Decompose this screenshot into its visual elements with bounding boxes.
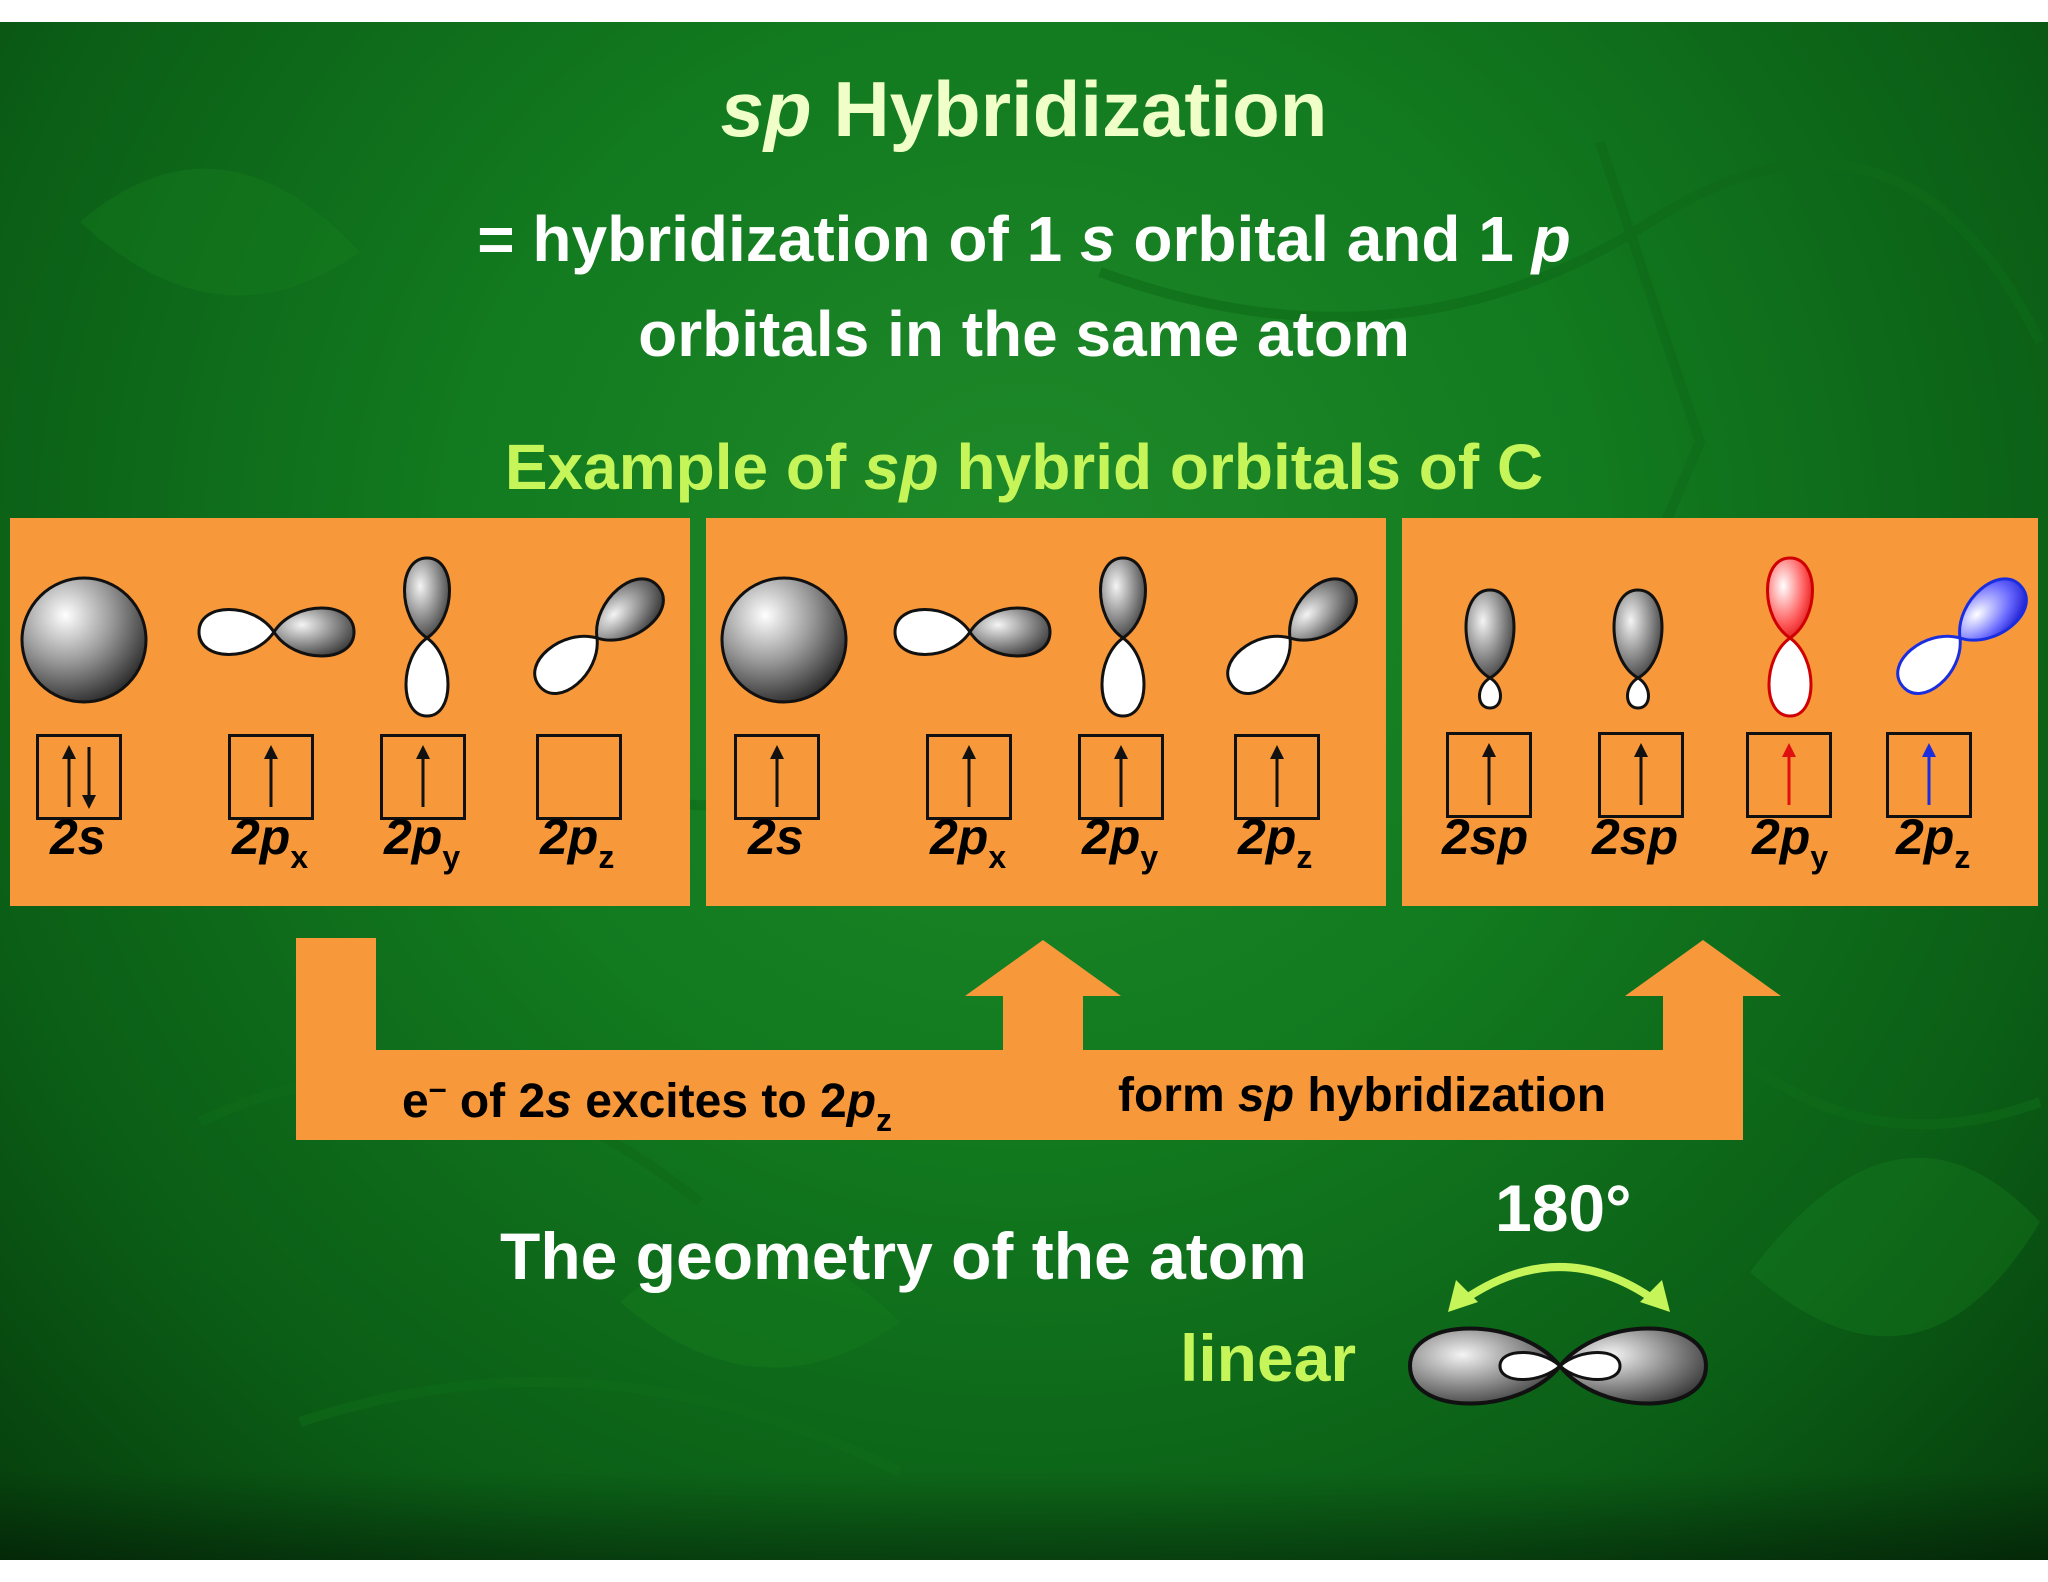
2pz-orbital-icon xyxy=(1215,566,1369,707)
title-sp: sp xyxy=(720,65,812,153)
orbital-label-2py: 2py xyxy=(1082,808,1158,876)
orbital-label-subscript: z xyxy=(598,839,615,875)
background-leaf-art xyxy=(58,140,2045,1477)
orbital-label-2pz: 2pz xyxy=(1238,808,1312,876)
bond-angle-label: 180° xyxy=(1495,1171,1632,1245)
step1-e: e xyxy=(402,1075,429,1128)
step2-sp: sp xyxy=(1238,1069,1295,1122)
orbital-label-2sp: 2sp xyxy=(1442,808,1528,866)
electron-box-2px xyxy=(228,734,314,820)
title-rest: Hybridization xyxy=(833,65,1328,153)
step-hybridize-label: form sp hybridization xyxy=(1118,1068,1606,1123)
orbital-label-2py: 2py xyxy=(1752,808,1828,876)
example-text-b: hybrid orbitals of C xyxy=(938,431,1544,503)
linear-sp-orbital-icon xyxy=(1407,1326,1709,1406)
electron-box-2pz xyxy=(1886,732,1972,818)
step1-p: p xyxy=(846,1075,877,1128)
electron-box-2py xyxy=(1746,732,1832,818)
orbital-label-main: 2p xyxy=(540,809,599,865)
2sp-hybrid-orbital-icon xyxy=(1612,588,1664,710)
2pz-orbital-icon xyxy=(522,566,676,707)
2px-orbital-icon xyxy=(893,606,1052,658)
orbital-label-2pz: 2pz xyxy=(1896,808,1970,876)
2py-orbital-icon xyxy=(403,556,451,718)
def-text-a: = hybridization of 1 xyxy=(477,203,1080,275)
electron-box-2py xyxy=(1078,734,1164,820)
step1-text-a: of 2 xyxy=(446,1075,546,1128)
orbital-label-2px: 2px xyxy=(232,808,308,876)
geometry-label: The geometry of the atom xyxy=(500,1219,1307,1293)
orbital-label-main: 2sp xyxy=(1592,809,1679,865)
orbital-label-2s: 2s xyxy=(50,808,106,866)
slide-title: sp Hybridization xyxy=(0,64,2048,155)
step1-s: s xyxy=(545,1075,572,1128)
orbital-label-main: 2p xyxy=(1082,809,1141,865)
orbital-label-main: 2p xyxy=(384,809,443,865)
orbital-label-main: 2p xyxy=(1238,809,1297,865)
2sp-hybrid-orbital-icon xyxy=(1464,588,1516,710)
panel-ground-state xyxy=(10,518,690,906)
step-excite-label: e– of 2s excites to 2pz xyxy=(402,1070,892,1139)
orbital-label-main: 2sp xyxy=(1442,809,1529,865)
2py-orbital-icon xyxy=(1099,556,1147,718)
step1-text-b: excites to 2 xyxy=(571,1075,847,1128)
step1-subscript: z xyxy=(876,1102,893,1138)
electron-box-2sp xyxy=(1446,732,1532,818)
electron-box-2s xyxy=(734,734,820,820)
example-sp: sp xyxy=(864,431,939,503)
orbital-label-main: 2s xyxy=(748,809,804,865)
orbital-label-main: 2p xyxy=(1752,809,1811,865)
bond-angle-arrow xyxy=(1455,1263,1663,1308)
electron-box-2pz xyxy=(536,734,622,820)
step2-text-b: hybridization xyxy=(1294,1069,1607,1122)
orbital-label-subscript: z xyxy=(1296,839,1313,875)
panel-hybridized-state xyxy=(1402,518,2038,906)
orbital-label-subscript: x xyxy=(988,839,1007,875)
step1-superscript: – xyxy=(428,1070,447,1106)
definition-line-1: = hybridization of 1 s orbital and 1 p xyxy=(0,202,2048,276)
orbital-label-2s: 2s xyxy=(748,808,804,866)
step2-text-a: form xyxy=(1118,1069,1238,1122)
example-heading: Example of sp hybrid orbitals of C xyxy=(0,430,2048,504)
orbital-label-subscript: y xyxy=(1140,839,1159,875)
orbital-label-2sp: 2sp xyxy=(1592,808,1678,866)
2py-red-orbital-icon xyxy=(1766,556,1814,718)
example-text-a: Example of xyxy=(504,431,865,503)
electron-box-2sp xyxy=(1598,732,1684,818)
def-text-b: orbital and 1 xyxy=(1115,203,1532,275)
geometry-shape: linear xyxy=(1180,1321,1357,1395)
orbital-label-subscript: y xyxy=(1810,839,1829,875)
2pz-blue-orbital-icon xyxy=(1896,577,2028,695)
def-p: p xyxy=(1531,203,1571,275)
orbital-label-main: 2s xyxy=(50,809,106,865)
def-s: s xyxy=(1079,203,1116,275)
flow-arrow xyxy=(296,938,1781,1140)
orbital-label-subscript: x xyxy=(290,839,309,875)
orbital-label-main: 2p xyxy=(232,809,291,865)
orbital-label-2px: 2px xyxy=(930,808,1006,876)
2s-sphere-icon xyxy=(20,576,148,704)
2px-orbital-icon xyxy=(197,606,356,658)
orbital-label-subscript: z xyxy=(1954,839,1971,875)
orbital-label-2py: 2py xyxy=(384,808,460,876)
definition-line-2: orbitals in the same atom xyxy=(638,298,1410,370)
orbital-label-main: 2p xyxy=(930,809,989,865)
orbital-label-subscript: y xyxy=(442,839,461,875)
orbital-label-main: 2p xyxy=(1896,809,1955,865)
arrow-head-right-icon xyxy=(1640,1280,1670,1312)
electron-box-2py xyxy=(380,734,466,820)
panel-excited-state xyxy=(706,518,1386,906)
electron-box-2pz xyxy=(1234,734,1320,820)
orbital-label-2pz: 2pz xyxy=(540,808,614,876)
arrow-head-left-icon xyxy=(1448,1280,1478,1312)
electron-box-2px xyxy=(926,734,1012,820)
electron-box-2s xyxy=(36,734,122,820)
2s-sphere-icon xyxy=(720,576,848,704)
